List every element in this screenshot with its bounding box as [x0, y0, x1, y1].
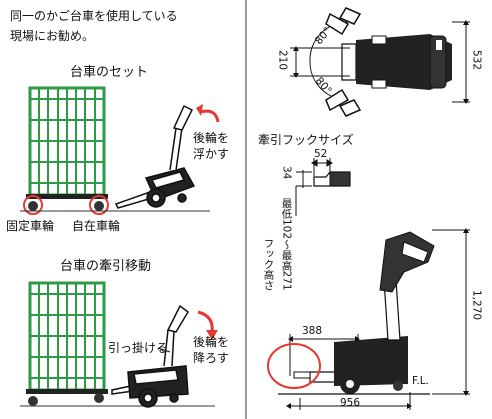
floor-level-label: F.L. [412, 375, 429, 387]
fixed-wheel-highlight [23, 195, 43, 215]
cage-cart-bottom [28, 281, 106, 392]
side-view-drawing [267, 228, 470, 410]
hook-height-range: 最低102〜最高271 [280, 198, 293, 291]
hook-thickness-dimension: 34 [280, 166, 293, 180]
lower-note-line-1: 後輪を [193, 335, 230, 349]
intro-line-2: 現場にお勧め。 [10, 29, 95, 43]
lift-note-line-1: 後輪を [193, 131, 230, 145]
total-height-dimension: 1,270 [470, 290, 483, 321]
tow-tractor-bottom [111, 304, 189, 408]
lift-note-line-2: 浮かす [193, 147, 230, 161]
hook-height-side-label: フック高さ [262, 238, 275, 291]
cart-wheels-bottom [28, 393, 104, 406]
free-wheel-label: 自在車輪 [72, 219, 121, 233]
cage-cart-top [28, 86, 106, 197]
top-view-drawing [290, 7, 470, 117]
width-right-dimension: 532 [470, 50, 483, 71]
intro-line-1: 同一のかご台車を使用している [10, 9, 178, 23]
towing-heading: 台車の牽引移動 [60, 259, 152, 274]
fixed-wheel-label: 固定車輪 [6, 219, 55, 233]
hook-width-dimension: 52 [314, 148, 328, 160]
lower-arrow [197, 310, 214, 333]
hook-size-drawing [295, 158, 351, 216]
lower-note-line-2: 降ろす [193, 351, 230, 365]
total-length-dimension: 956 [340, 397, 361, 409]
lift-arrow [199, 109, 220, 123]
cart-wheels-top [28, 201, 104, 211]
width-left-dimension: 210 [276, 50, 289, 71]
tow-tractor-top [114, 104, 196, 209]
hook-pointer [157, 347, 171, 353]
free-wheel-highlight [89, 195, 109, 215]
hook-size-title: 牽引フックサイズ [258, 133, 354, 147]
hook-highlight [267, 343, 321, 389]
hook-label: 引っ掛ける [108, 341, 169, 355]
setup-heading: 台車のセット [70, 65, 149, 80]
hook-reach-dimension: 388 [302, 325, 323, 337]
